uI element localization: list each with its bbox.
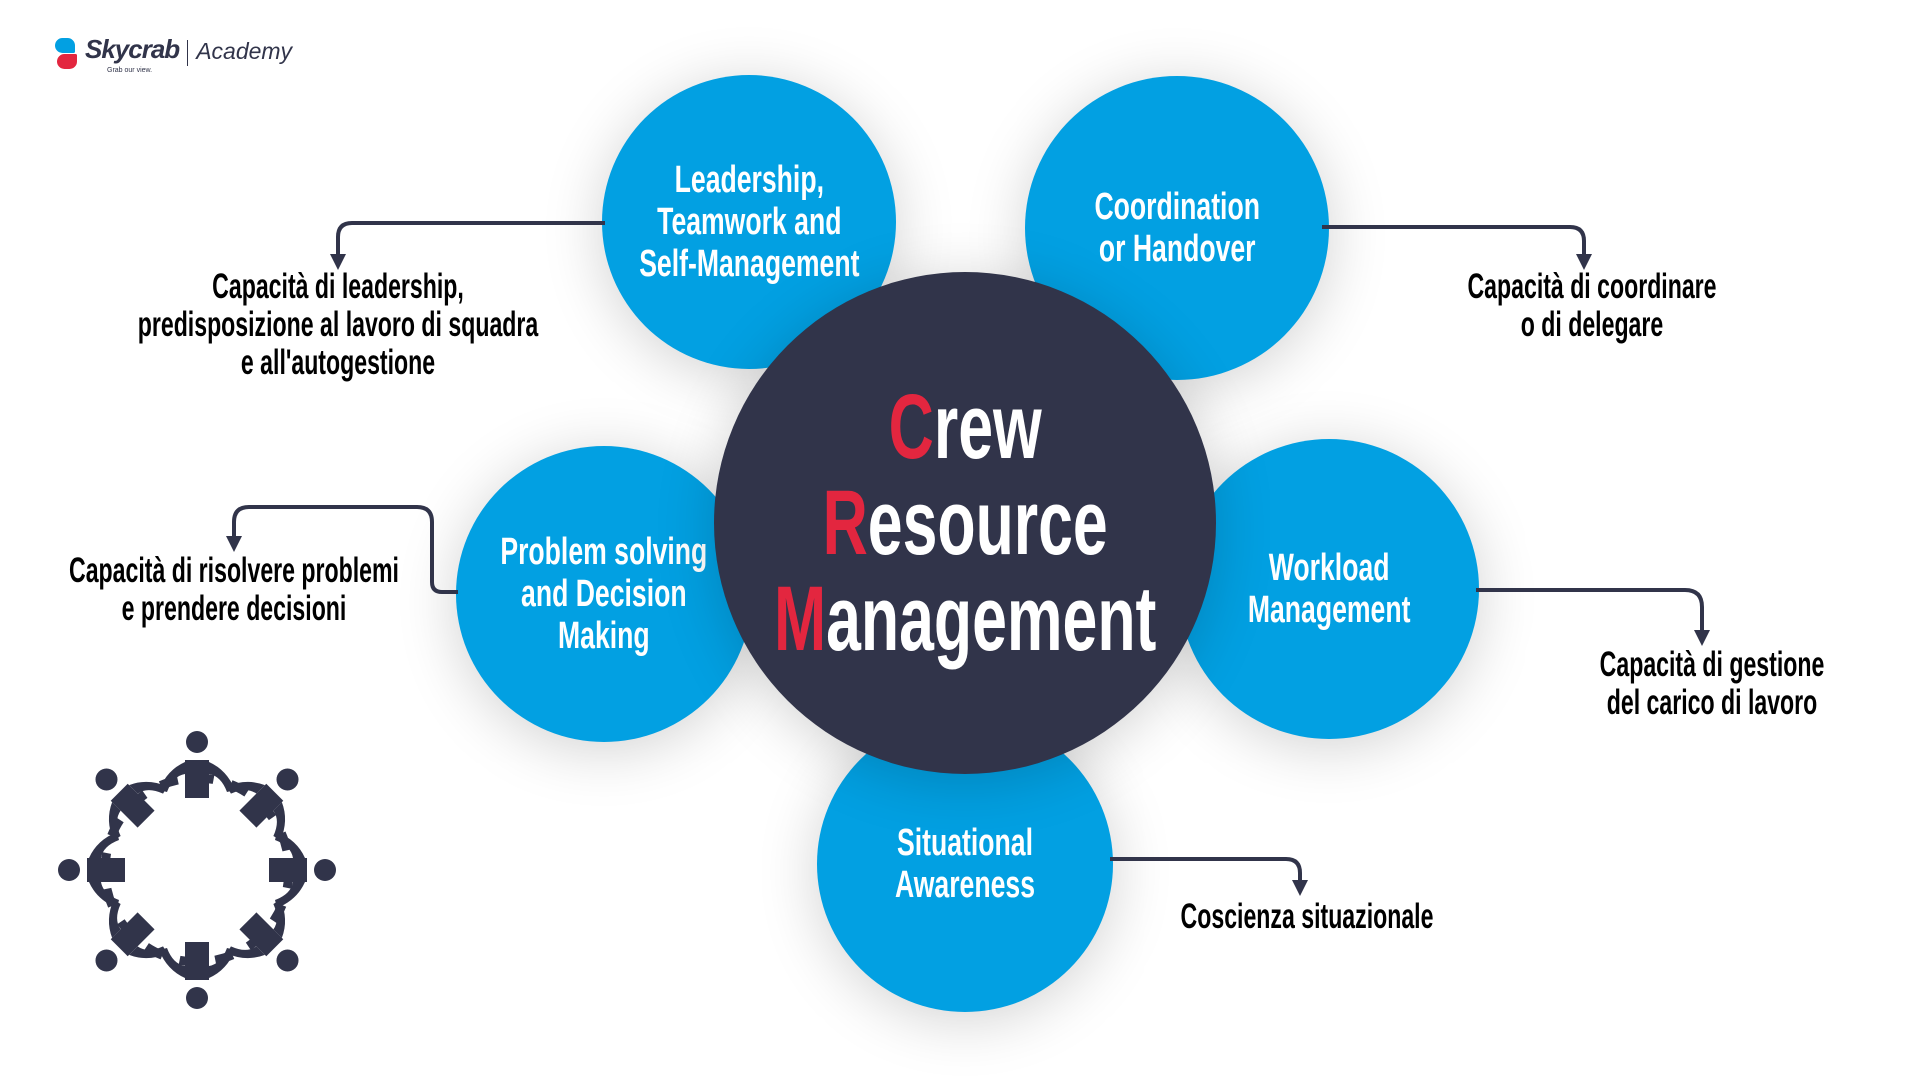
description-situational: Coscienza situazionale	[1180, 897, 1434, 936]
skycrab-academy-logo: Skycrab Grab our view. Academy	[55, 34, 292, 82]
connector-situational	[1110, 857, 1308, 896]
person-figure	[269, 832, 336, 908]
person-figure	[95, 899, 168, 972]
logo-subtitle: Academy	[196, 38, 293, 64]
description-leadership: Capacità di leadership,predisposizione a…	[137, 267, 539, 382]
logo-divider	[187, 40, 189, 66]
person-figure	[226, 899, 299, 972]
connector-problem-solving	[226, 505, 458, 594]
person-figure	[58, 832, 125, 908]
connector-workload	[1476, 588, 1710, 646]
center-crm: Crew Resource Management	[714, 272, 1216, 774]
people-circle-icon	[58, 731, 336, 1009]
person-figure	[159, 942, 235, 1009]
logo-tagline: Grab our view.	[107, 67, 153, 74]
logo-brand-name: Skycrab	[85, 34, 180, 64]
person-figure	[95, 768, 168, 841]
person-figure	[159, 731, 235, 798]
connector-coordination	[1322, 225, 1592, 270]
connector-leadership	[330, 221, 605, 270]
skycrab-logo-icon	[55, 38, 77, 70]
center-title: Crew Resource Management	[773, 376, 1157, 670]
logo-brand: Skycrab Grab our view.	[85, 34, 180, 82]
person-figure	[226, 768, 299, 841]
